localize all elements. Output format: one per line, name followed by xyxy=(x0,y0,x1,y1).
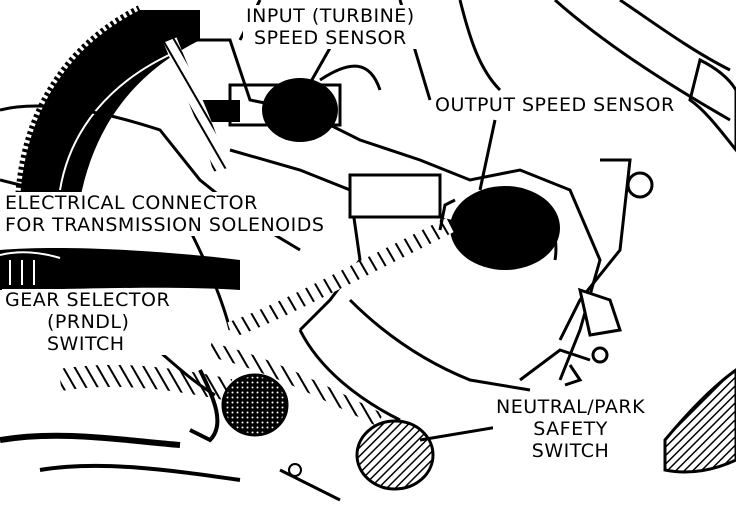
label-connector-line-1: ELECTRICAL CONNECTOR xyxy=(5,192,258,214)
label-connector: ELECTRICAL CONNECTOR FOR TRANSMISSION SO… xyxy=(2,192,328,236)
label-neutral-park: NEUTRAL/PARK SAFETY SWITCH xyxy=(493,396,649,462)
leader-output-sensor xyxy=(478,119,497,191)
output-sensor-harness xyxy=(227,217,454,338)
label-input-sensor-line-1: INPUT (TURBINE) xyxy=(246,5,415,27)
label-connector-line-2: FOR TRANSMISSION SOLENOIDS xyxy=(5,214,325,236)
input-speed-sensor xyxy=(200,64,382,142)
leader-input-sensor xyxy=(303,47,332,93)
label-input-sensor: INPUT (TURBINE) SPEED SENSOR xyxy=(243,5,418,49)
label-output-sensor: OUTPUT SPEED SENSOR xyxy=(432,94,678,116)
label-gear-selector: GEAR SELECTOR (PRNDL) SWITCH xyxy=(2,289,174,355)
label-neutral-park-line-2: SAFETY xyxy=(533,418,608,440)
gear-selector-switch xyxy=(0,364,289,482)
ring-gear xyxy=(15,5,200,201)
label-gear-selector-line-3: SWITCH xyxy=(47,333,125,355)
label-neutral-park-line-3: SWITCH xyxy=(531,440,610,462)
label-gear-selector-line-1: GEAR SELECTOR xyxy=(5,289,171,311)
mounting-bracket xyxy=(558,158,654,387)
electrical-connector xyxy=(0,248,240,290)
label-input-sensor-line-2: SPEED SENSOR xyxy=(254,27,407,49)
right-flange xyxy=(663,57,736,474)
leader-connector xyxy=(438,198,456,231)
label-neutral-park-line-1: NEUTRAL/PARK xyxy=(496,396,646,418)
label-gear-selector-line-2: (PRNDL) xyxy=(47,311,130,333)
input-sensor-harness xyxy=(163,37,227,172)
neutral-park-switch xyxy=(208,343,435,502)
transmission-case xyxy=(0,0,731,422)
output-speed-sensor xyxy=(348,173,560,270)
